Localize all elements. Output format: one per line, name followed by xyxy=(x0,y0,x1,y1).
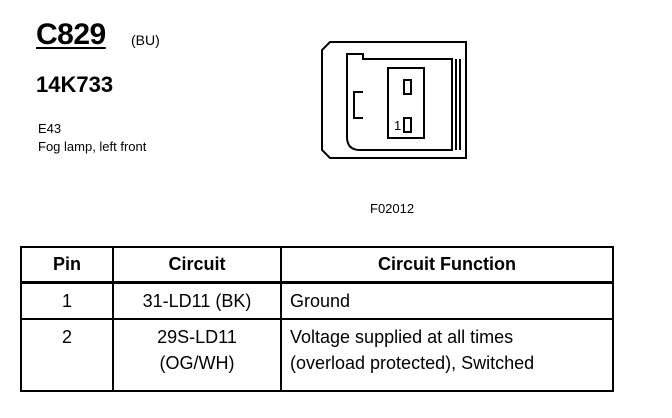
circuit-cell: 31-LD11 (BK) xyxy=(112,281,282,320)
circuit-line: (OG/WH) xyxy=(159,353,235,373)
connector-color-code: (BU) xyxy=(131,32,160,48)
connector-description: Fog lamp, left front xyxy=(38,139,147,154)
column-header-circuit: Circuit xyxy=(112,246,282,284)
locking-tab xyxy=(353,91,363,119)
part-number: 14K733 xyxy=(36,72,114,97)
table-row: 2 29S-LD11 (OG/WH) Voltage supplied at a… xyxy=(20,318,614,392)
connector-face-diagram: 1 xyxy=(321,41,467,159)
pin-circuit-table: Pin Circuit Circuit Function 1 31-LD11 (… xyxy=(20,246,614,392)
table-row: 1 31-LD11 (BK) Ground xyxy=(20,281,614,320)
pin-2-terminal xyxy=(403,79,412,95)
pin-1-label: 1 xyxy=(394,118,401,133)
table-header-row: Pin Circuit Circuit Function xyxy=(20,246,614,284)
pin-1-terminal xyxy=(403,117,412,133)
circuit-cell: 29S-LD11 (OG/WH) xyxy=(112,318,282,392)
circuit-line: 31-LD11 (BK) xyxy=(142,291,252,311)
pin-cell: 1 xyxy=(20,281,114,320)
column-header-circuit-function: Circuit Function xyxy=(280,246,614,284)
figure-reference: F02012 xyxy=(370,201,415,216)
pin-cavity-window xyxy=(387,67,425,139)
circuit-line: 29S-LD11 xyxy=(157,327,237,347)
connector-id: C829 xyxy=(36,18,106,51)
circuit-function-line: Ground xyxy=(290,291,351,311)
connector-housing-outline xyxy=(321,41,467,159)
column-header-pin: Pin xyxy=(20,246,114,284)
circuit-function-line: (overload protected), Switched xyxy=(290,353,535,373)
pin-cell: 2 xyxy=(20,318,114,392)
circuit-function-line: Voltage supplied at all times xyxy=(290,327,514,347)
connector-inner-housing xyxy=(346,53,453,151)
location-code: E43 xyxy=(38,121,62,136)
circuit-function-cell: Voltage supplied at all times (overload … xyxy=(280,318,614,392)
circuit-function-cell: Ground xyxy=(280,281,614,320)
